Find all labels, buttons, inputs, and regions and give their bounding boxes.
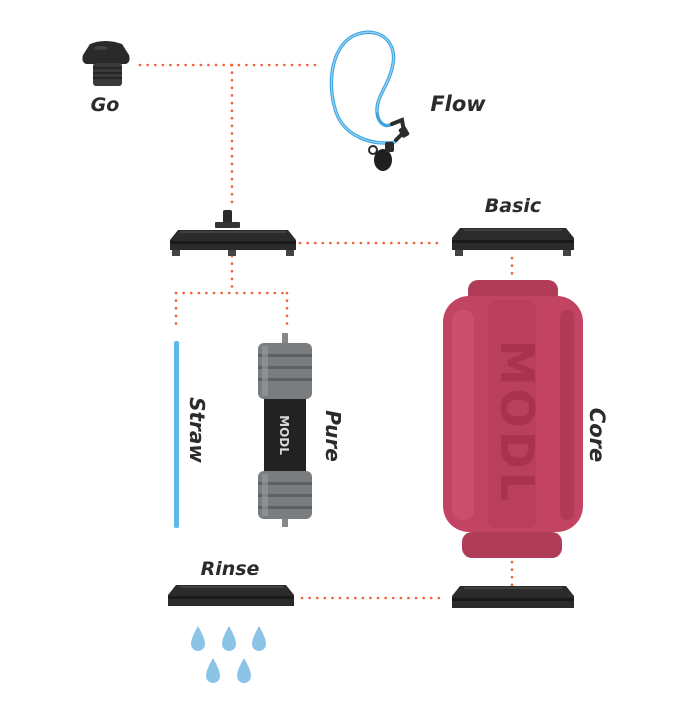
pure-filter-icon [258, 333, 312, 527]
drop-icon [191, 626, 205, 651]
label-flow: Flow [430, 92, 486, 116]
water-drops-icon [191, 626, 266, 683]
label-core: Core [585, 408, 609, 462]
connector-lines [138, 63, 514, 600]
go-cap-icon [82, 41, 130, 86]
basic-lid-icon [452, 228, 574, 256]
flow-hose-icon [329, 30, 407, 145]
label-go: Go [91, 94, 120, 116]
core-brand-mark: MODL [490, 340, 544, 504]
label-rinse: Rinse [201, 558, 260, 580]
top-lid-icon [170, 210, 296, 256]
drop-icon [252, 626, 266, 651]
bottom-lid-icon [452, 586, 574, 608]
pure-brand-mark: MODL [277, 415, 291, 455]
core-bottle-icon [443, 280, 583, 558]
drop-icon [237, 658, 251, 683]
label-straw: Straw [185, 397, 209, 463]
bite-valve-icon [368, 126, 410, 171]
drop-icon [206, 658, 220, 683]
label-pure: Pure [321, 410, 345, 462]
straw-icon [174, 341, 179, 528]
label-basic: Basic [485, 195, 542, 217]
drop-icon [222, 626, 236, 651]
rinse-lid-icon [168, 585, 294, 606]
